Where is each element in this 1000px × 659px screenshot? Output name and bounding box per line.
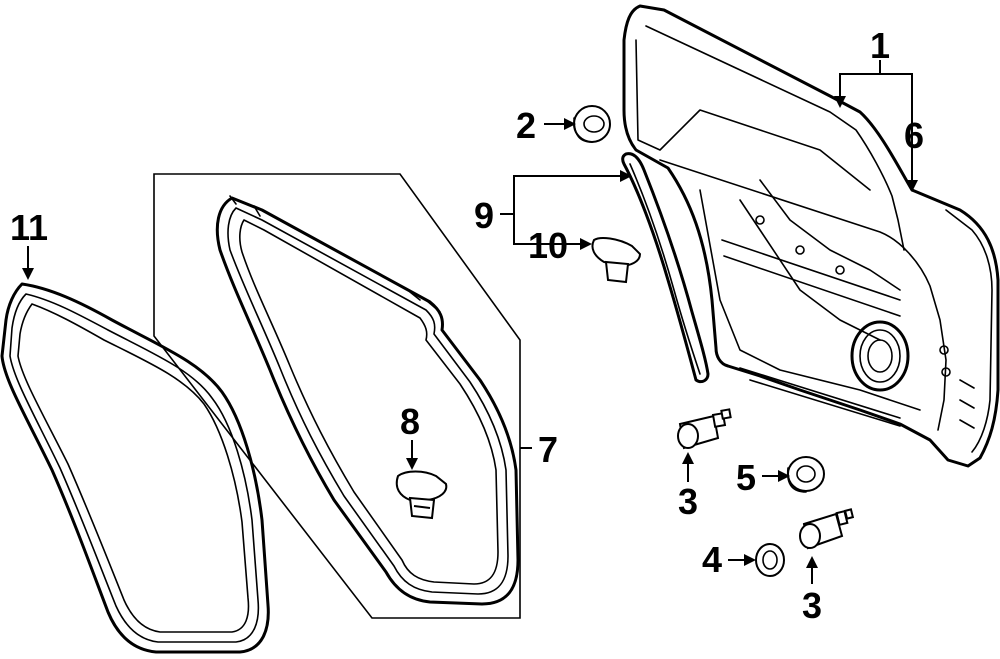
weatherstrip-seal-part: [0, 282, 270, 654]
bumper-stop-part-upper: [677, 408, 732, 450]
grommet-5-part: [786, 456, 825, 493]
channel-clip-part: [591, 237, 642, 284]
callout-8: 8: [400, 401, 420, 442]
arrow-8: [406, 458, 418, 470]
arrow-3-lower: [806, 556, 818, 568]
leader-9-10: [500, 175, 622, 245]
arrow-5: [778, 470, 790, 482]
callout-4: 4: [702, 539, 722, 580]
callout-3-upper: 3: [678, 481, 698, 522]
callout-1: 1: [870, 25, 890, 66]
door-seal-part: [215, 195, 520, 606]
callout-10: 10: [528, 225, 568, 266]
callout-5: 5: [736, 457, 756, 498]
callout-3-lower: 3: [802, 585, 822, 626]
arrow-1: [834, 96, 846, 108]
callout-11: 11: [10, 207, 48, 248]
arrow-9: [620, 170, 632, 182]
callout-9: 9: [474, 195, 494, 236]
arrow-3-upper: [682, 452, 694, 464]
arrow-6: [906, 180, 918, 192]
grommet-part: [573, 105, 611, 143]
washer-part: [755, 543, 785, 577]
arrow-10: [580, 238, 592, 250]
callout-7: 7: [538, 429, 558, 470]
callout-2: 2: [516, 105, 536, 146]
bumper-stop-part-lower: [799, 508, 855, 550]
arrow-11: [22, 268, 34, 280]
leader-1-6: [839, 60, 913, 186]
arrow-4: [744, 554, 756, 566]
glass-run-channel-part: [621, 152, 710, 384]
door-shell-part: [622, 4, 1000, 468]
callout-6: 6: [904, 115, 924, 156]
seal-clip-part: [395, 470, 448, 520]
arrow-2: [564, 118, 576, 130]
group-7-boundary: [153, 173, 521, 619]
